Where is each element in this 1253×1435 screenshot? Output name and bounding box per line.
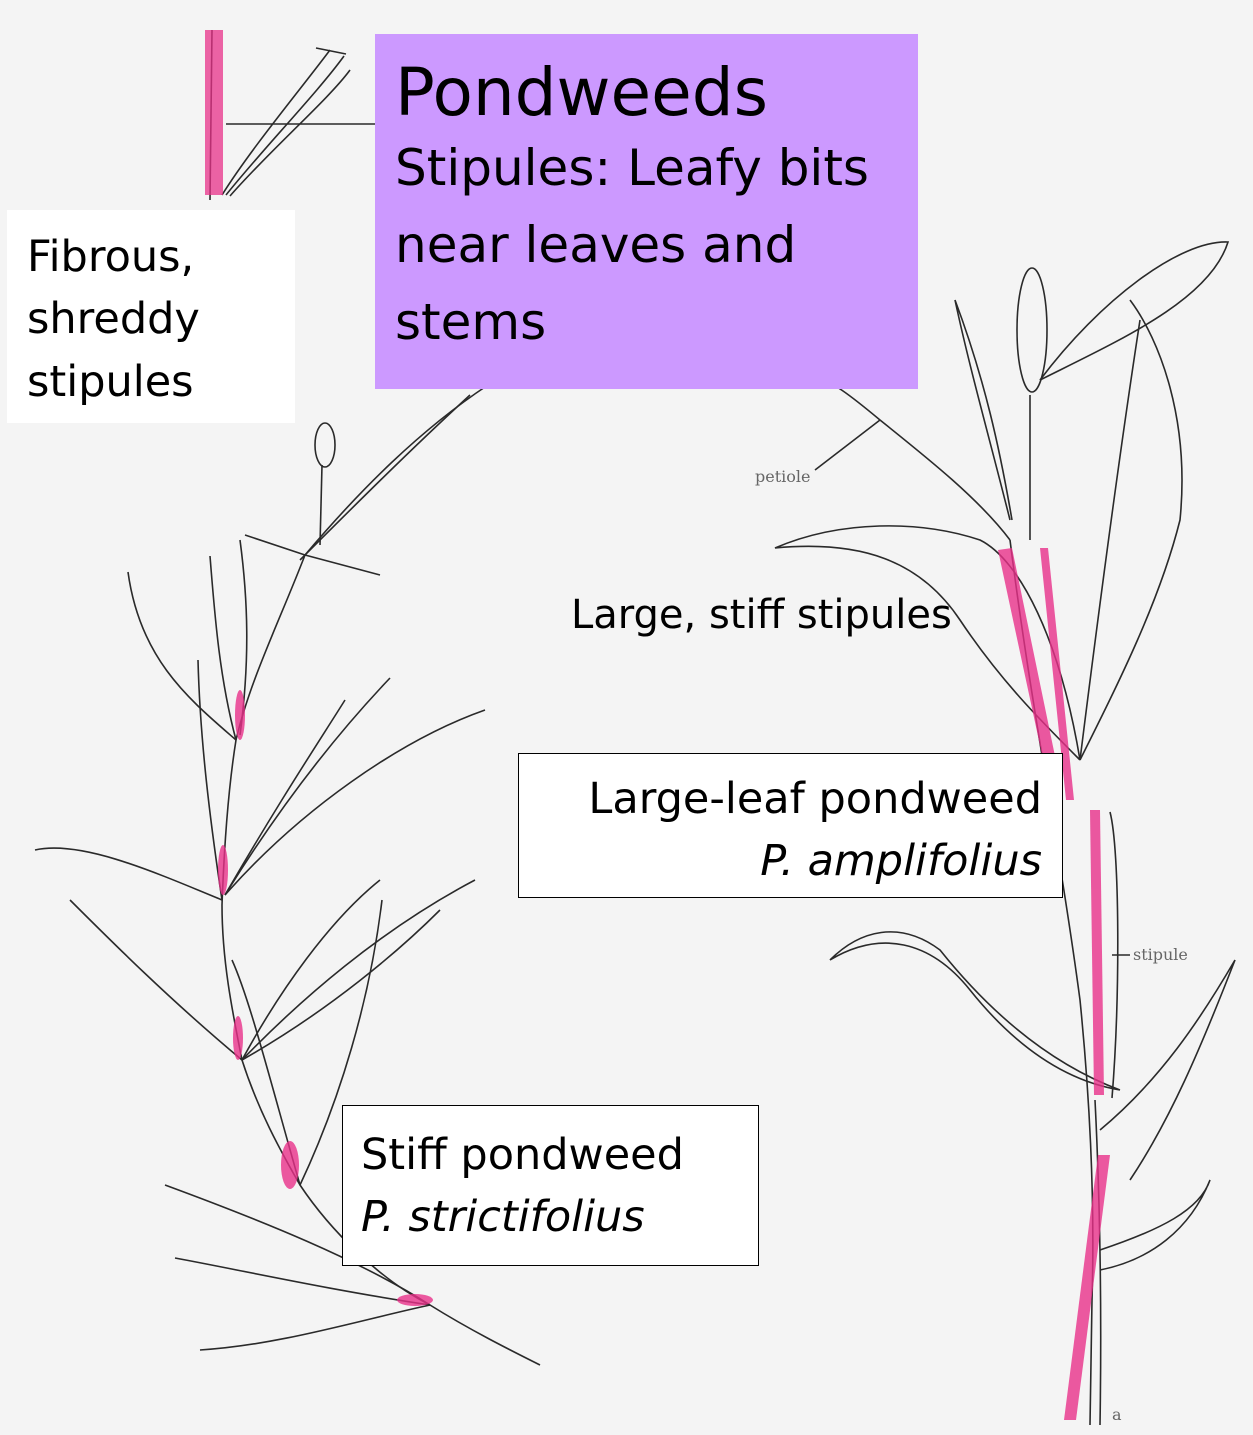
title-box: Pondweeds Stipules: Leafy bits near leav…	[375, 34, 918, 389]
top-fragment-drawing	[210, 30, 375, 200]
large-leaf-pondweed-label: Large-leaf pondweed P. amplifolius	[518, 753, 1063, 898]
stiff-common-name: Stiff pondweed	[361, 1124, 758, 1186]
petiole-annotation: petiole	[755, 467, 810, 486]
figure-letter: a	[1112, 1405, 1122, 1424]
fibrous-line-2: shreddy	[27, 288, 295, 350]
large-leaf-pondweed-stipules	[998, 548, 1110, 1420]
large-leaf-common-name: Large-leaf pondweed	[519, 768, 1042, 830]
stipule-highlight-top	[205, 30, 223, 195]
fibrous-stipules-label: Fibrous, shreddy stipules	[7, 210, 295, 423]
large-leaf-latin-name: P. amplifolius	[519, 830, 1042, 892]
stiff-latin-name: P. strictifolius	[361, 1186, 758, 1248]
fibrous-line-3: stipules	[27, 351, 295, 413]
page-subtitle: Stipules: Leafy bits near leaves and ste…	[395, 130, 900, 361]
stipule-annotation: stipule	[1133, 945, 1188, 964]
stiff-pondweed-label: Stiff pondweed P. strictifolius	[342, 1105, 759, 1266]
page-title: Pondweeds	[395, 56, 900, 130]
large-stiff-stipules-label: Large, stiff stipules	[571, 592, 952, 638]
fibrous-line-1: Fibrous,	[27, 226, 295, 288]
